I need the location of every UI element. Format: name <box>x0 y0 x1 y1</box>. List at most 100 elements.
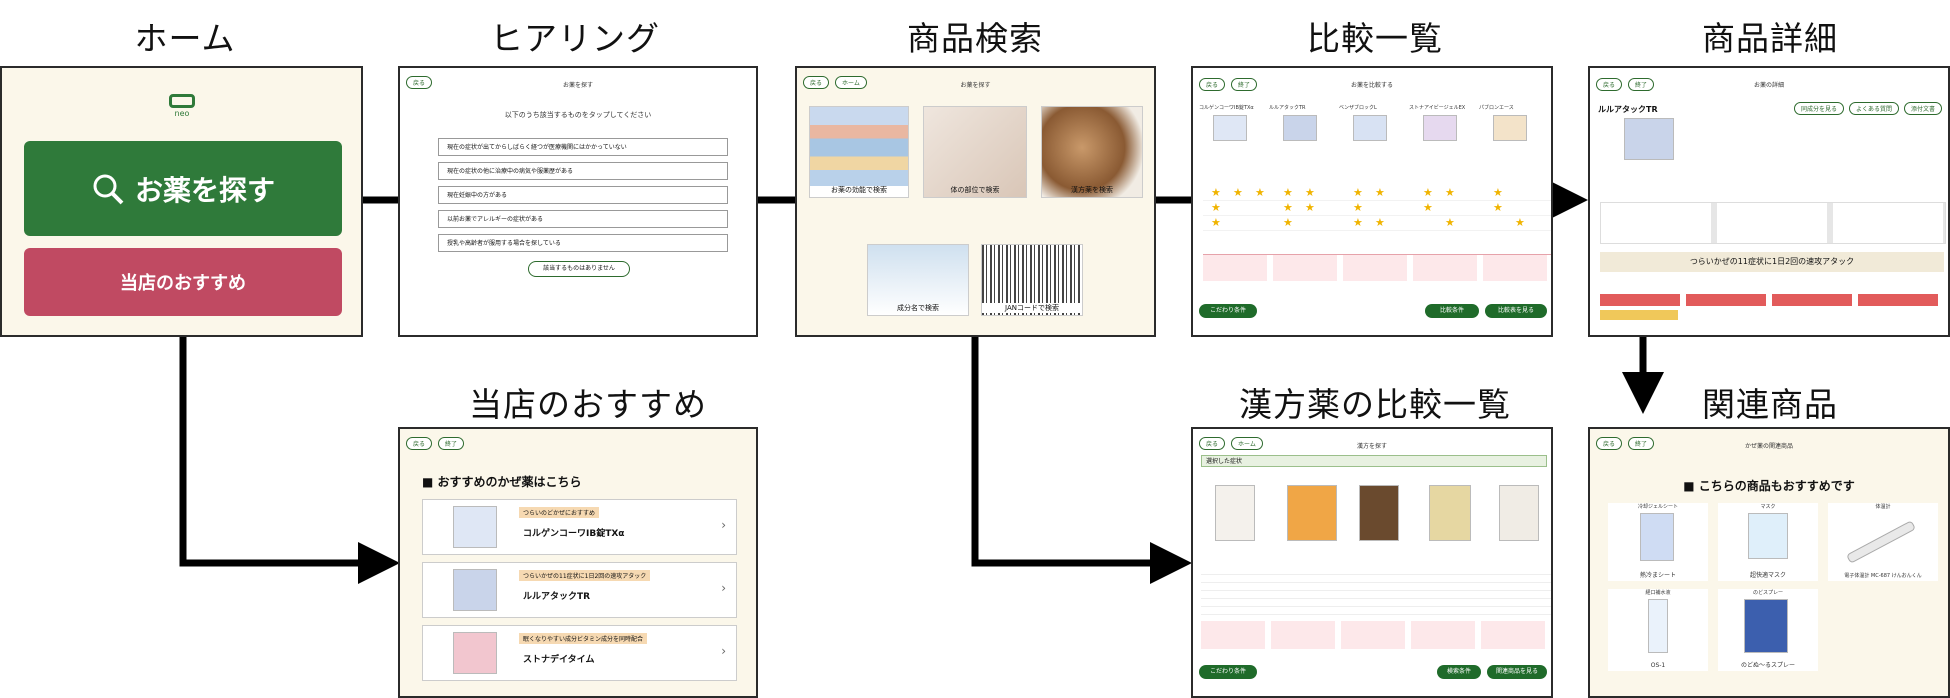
product-name: OS-1 <box>1650 662 1666 669</box>
tile-label: 漢方薬を検索 <box>1071 186 1113 194</box>
star-icon: ★ <box>1375 216 1385 229</box>
related-products-button[interactable]: 関連商品を見る <box>1487 665 1547 679</box>
back-button[interactable]: 戻る <box>1596 78 1623 91</box>
arrow-search-kampo <box>971 336 1192 584</box>
star-icon: ★ <box>1353 186 1363 199</box>
chevron-right-icon: › <box>721 581 726 595</box>
warning-row <box>1201 621 1551 649</box>
star-icon: ★ <box>1353 201 1363 214</box>
faq-button[interactable]: よくある質問 <box>1848 102 1899 115</box>
back-button[interactable]: 戻る <box>406 76 433 89</box>
home-button[interactable]: ホーム <box>1231 437 1263 450</box>
star-icon: ★ <box>1283 186 1293 199</box>
related-item[interactable]: 経口補水液 OS-1 <box>1608 589 1708 671</box>
hearing-option[interactable]: 現在の症状が出てからしばらく経つが医療機関にはかかっていない <box>438 138 728 156</box>
compare-criteria-button[interactable]: 比較条件 <box>1425 304 1479 318</box>
logo-icon <box>169 94 195 108</box>
search-kampo-tile[interactable]: 漢方薬を検索 <box>1041 106 1143 198</box>
recommend-item[interactable]: つらいかぜの11症状に1日2回の速攻アタック ルルアタックTR › <box>422 562 737 618</box>
product-name: パブロンエース <box>1479 105 1514 111</box>
recommend-tag: 眠くなりやすい成分ビタミン成分を同時配合 <box>519 633 648 644</box>
filter-bar[interactable]: 選択した症状 <box>1201 455 1547 467</box>
tile-label: お薬の効能で検索 <box>831 186 887 194</box>
kampo-products <box>1201 475 1551 553</box>
screen-title: お薬を探す <box>960 82 991 89</box>
star-icon: ★ <box>1423 201 1433 214</box>
find-medicine-label: お薬を探す <box>134 173 275 207</box>
end-button[interactable]: 終了 <box>1231 78 1258 91</box>
caution-row <box>1600 294 1944 306</box>
star-icon: ★ <box>1305 201 1315 214</box>
product-image <box>1283 115 1317 141</box>
product-name: ストナアイビージェルEX <box>1409 105 1466 111</box>
compare-product[interactable]: ベンザブロックL <box>1339 104 1407 141</box>
product-image <box>1640 513 1674 561</box>
star-icon: ★ <box>1233 186 1243 199</box>
back-button[interactable]: 戻る <box>1199 78 1226 91</box>
logo-text: neo <box>174 109 190 118</box>
related-item[interactable]: 冷却ジェルシート 熱冷まシート <box>1608 503 1708 581</box>
search-by-body-tile[interactable]: 体の部位で検索 <box>923 106 1027 198</box>
hearing-option[interactable]: 現在の症状の他に治療中の病気や服薬歴がある <box>438 162 728 180</box>
find-medicine-button[interactable]: お薬を探す <box>24 141 342 236</box>
search-criteria-button[interactable]: 検索条件 <box>1437 665 1481 679</box>
screen-title: 漢方を探す <box>1356 443 1387 450</box>
conditions-button[interactable]: こだわり条件 <box>1199 304 1257 318</box>
compare-product[interactable]: ストナアイビージェルEX <box>1409 104 1477 141</box>
hearing-option[interactable]: 授乳や高齢者が服用する場合を探している <box>438 234 728 252</box>
related-item[interactable]: 体温計 電子体温計 MC-687 けんおんくん <box>1828 503 1938 581</box>
back-button[interactable]: 戻る <box>803 76 830 89</box>
arrow-home-recommend <box>179 336 400 584</box>
hearing-option[interactable]: 現在妊娠中の方がある <box>438 186 728 204</box>
product-image <box>453 506 497 548</box>
label-related: 関連商品 <box>1702 385 1838 424</box>
store-recommend-label: 当店のおすすめ <box>120 273 246 294</box>
recommend-item[interactable]: 眠くなりやすい成分ビタミン成分を同時配合 ストナデイタイム › <box>422 625 737 681</box>
same-ingredient-button[interactable]: 同成分を見る <box>1793 102 1844 115</box>
none-applicable-button[interactable]: 該当するものはありません <box>528 261 630 277</box>
compare-product[interactable]: パブロンエース <box>1479 104 1547 141</box>
back-button[interactable]: 戻る <box>1596 437 1623 450</box>
product-image <box>1493 115 1527 141</box>
category-label: 体温計 <box>1875 504 1891 510</box>
hearing-option[interactable]: 以前お薬でアレルギーの症状がある <box>438 210 728 228</box>
home-button[interactable]: ホーム <box>835 76 867 89</box>
search-by-efficacy-tile[interactable]: お薬の効能で検索 <box>809 106 909 198</box>
label-hearing: ヒアリング <box>490 19 660 58</box>
recommend-heading: ■ おすすめのかぜ薬はこちら <box>422 475 582 489</box>
chevron-right-icon: › <box>721 644 726 658</box>
product-name: のどぬ～るスプレー <box>1740 662 1795 669</box>
back-button[interactable]: 戻る <box>1199 437 1226 450</box>
search-by-jan-tile[interactable]: JANコードで検索 <box>981 244 1083 316</box>
category-label: 経口補水液 <box>1645 590 1671 596</box>
related-item[interactable]: のどスプレー のどぬ～るスプレー <box>1718 589 1818 671</box>
star-icon: ★ <box>1423 186 1433 199</box>
product-name: ルルアタックTR <box>523 592 591 602</box>
filter-label: 選択した症状 <box>1206 458 1243 465</box>
tile-label: 成分名で検索 <box>897 304 939 312</box>
compare-product[interactable]: ルルアタックTR <box>1269 104 1337 141</box>
star-icon: ★ <box>1493 186 1503 199</box>
tile-label: 体の部位で検索 <box>950 186 1000 194</box>
end-button[interactable]: 終了 <box>1628 78 1655 91</box>
conditions-button[interactable]: こだわり条件 <box>1199 665 1257 679</box>
end-button[interactable]: 終了 <box>438 437 465 450</box>
back-button[interactable]: 戻る <box>406 437 433 450</box>
search-icon <box>93 174 124 204</box>
recommend-item[interactable]: つらいのどかぜにおすすめ コルゲンコーワIB錠TXα › <box>422 499 737 555</box>
screen-detail: 戻る 終了 お薬の詳細 ルルアタックTR 同成分を見る よくある質問 添付文書 … <box>1588 66 1950 337</box>
package-insert-button[interactable]: 添付文書 <box>1903 102 1942 115</box>
star-icon: ★ <box>1515 216 1525 229</box>
compare-product[interactable]: コルゲンコーワIB錠TXα <box>1199 104 1267 141</box>
compare-table-button[interactable]: 比較表を見る <box>1485 304 1547 318</box>
recommend-tag: つらいかぜの11症状に1日2回の速攻アタック <box>519 570 651 581</box>
star-icon: ★ <box>1445 186 1455 199</box>
search-by-ingredient-tile[interactable]: 成分名で検索 <box>867 244 969 316</box>
end-button[interactable]: 終了 <box>1628 437 1655 450</box>
info-panels <box>1600 202 1946 244</box>
related-item[interactable]: マスク 超快適マスク <box>1718 503 1818 581</box>
product-image <box>1423 115 1457 141</box>
logo: neo <box>169 94 195 118</box>
warning-row <box>1203 254 1551 281</box>
store-recommend-button[interactable]: 当店のおすすめ <box>24 248 342 316</box>
